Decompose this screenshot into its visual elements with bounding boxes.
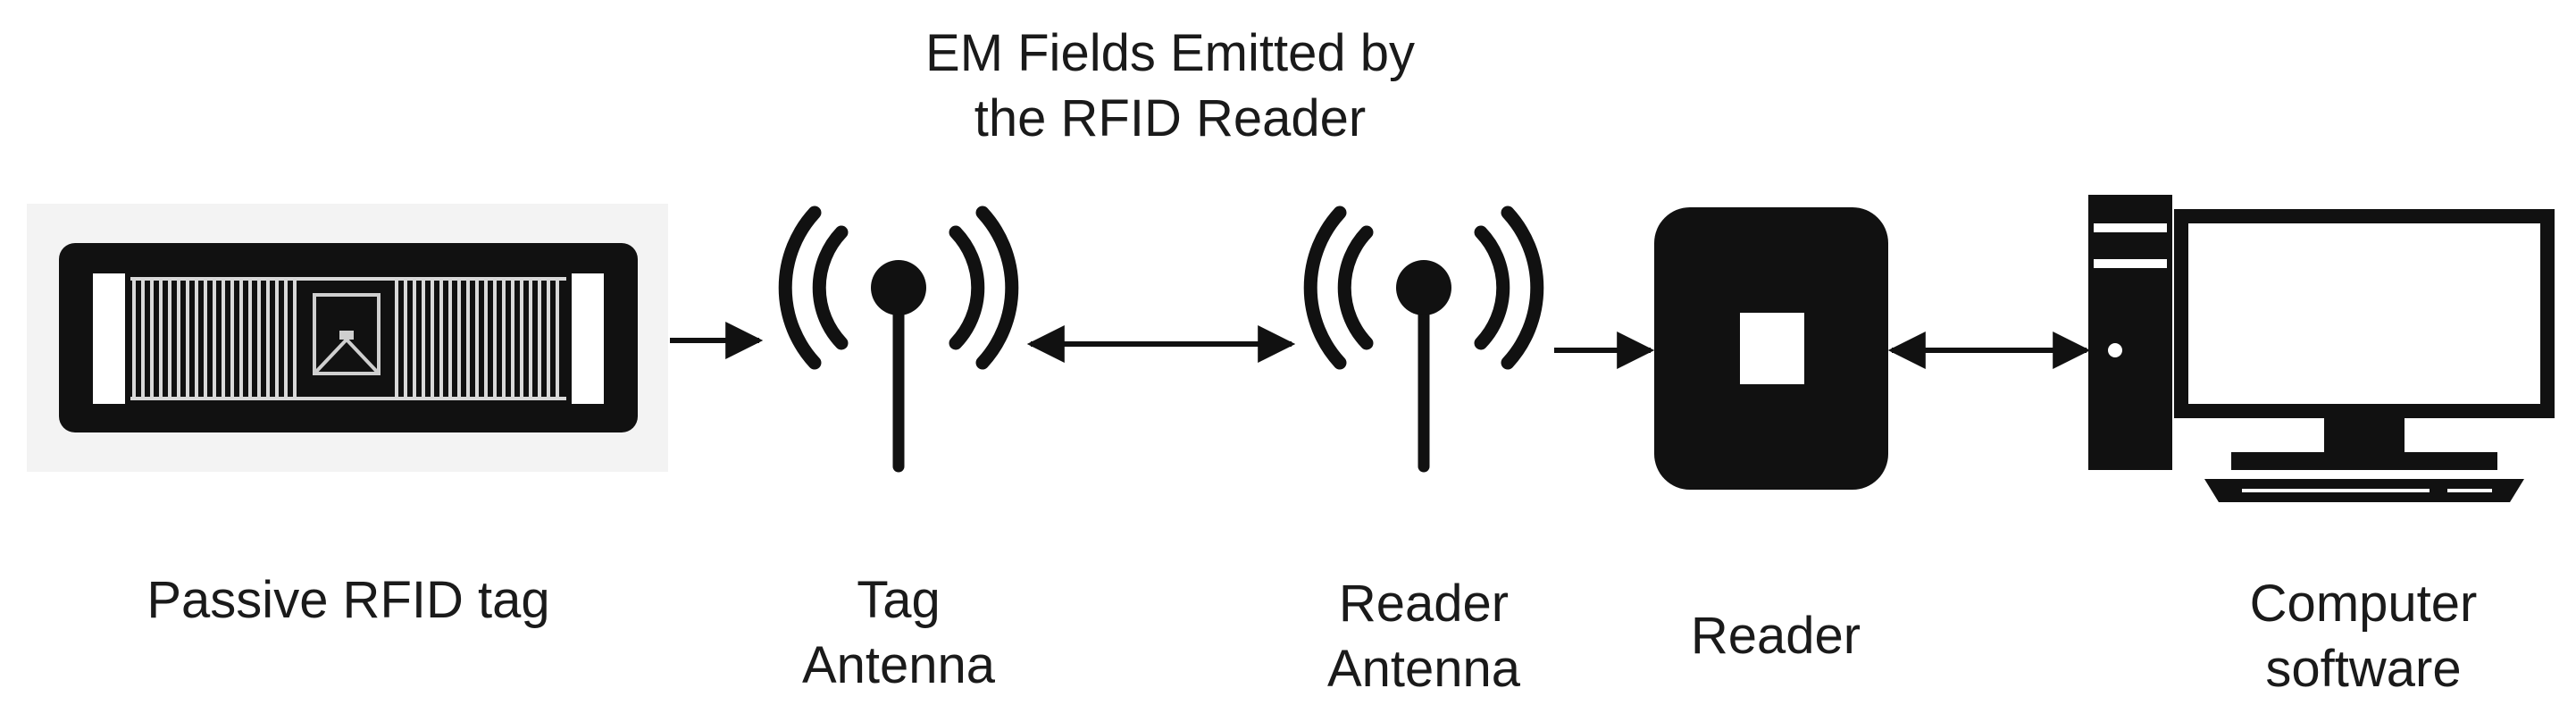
tag-antenna-label-line1: Tag (857, 571, 941, 629)
computer-label-line1: Computer (2249, 575, 2478, 633)
reader-label: Reader (1642, 604, 1910, 669)
tag-antenna-label-line2: Antenna (801, 635, 996, 694)
em-fields-title: EM Fields Emitted by the RFID Reader (875, 21, 1465, 151)
em-fields-title-line2: the RFID Reader (974, 88, 1367, 147)
em-fields-title-line1: EM Fields Emitted by (925, 24, 1415, 82)
computer-label-line2: software (2265, 639, 2462, 698)
tag-antenna-icon (778, 206, 1019, 473)
passive-tag-label-line1: Passive RFID tag (146, 571, 550, 629)
passive-tag-label: Passive RFID tag (89, 568, 607, 634)
computer-label: Computer software (2212, 572, 2515, 701)
reader-device-icon (1654, 207, 1888, 490)
reader-label-line1: Reader (1690, 607, 1861, 665)
reader-antenna-icon (1303, 206, 1544, 473)
computer-icon (2088, 195, 2555, 502)
reader-antenna-label: Reader Antenna (1290, 572, 1558, 701)
tag-antenna-label: Tag Antenna (765, 568, 1033, 698)
reader-antenna-label-line1: Reader (1338, 575, 1510, 633)
rfid-tag-icon (27, 204, 668, 472)
reader-antenna-label-line2: Antenna (1326, 639, 1521, 698)
